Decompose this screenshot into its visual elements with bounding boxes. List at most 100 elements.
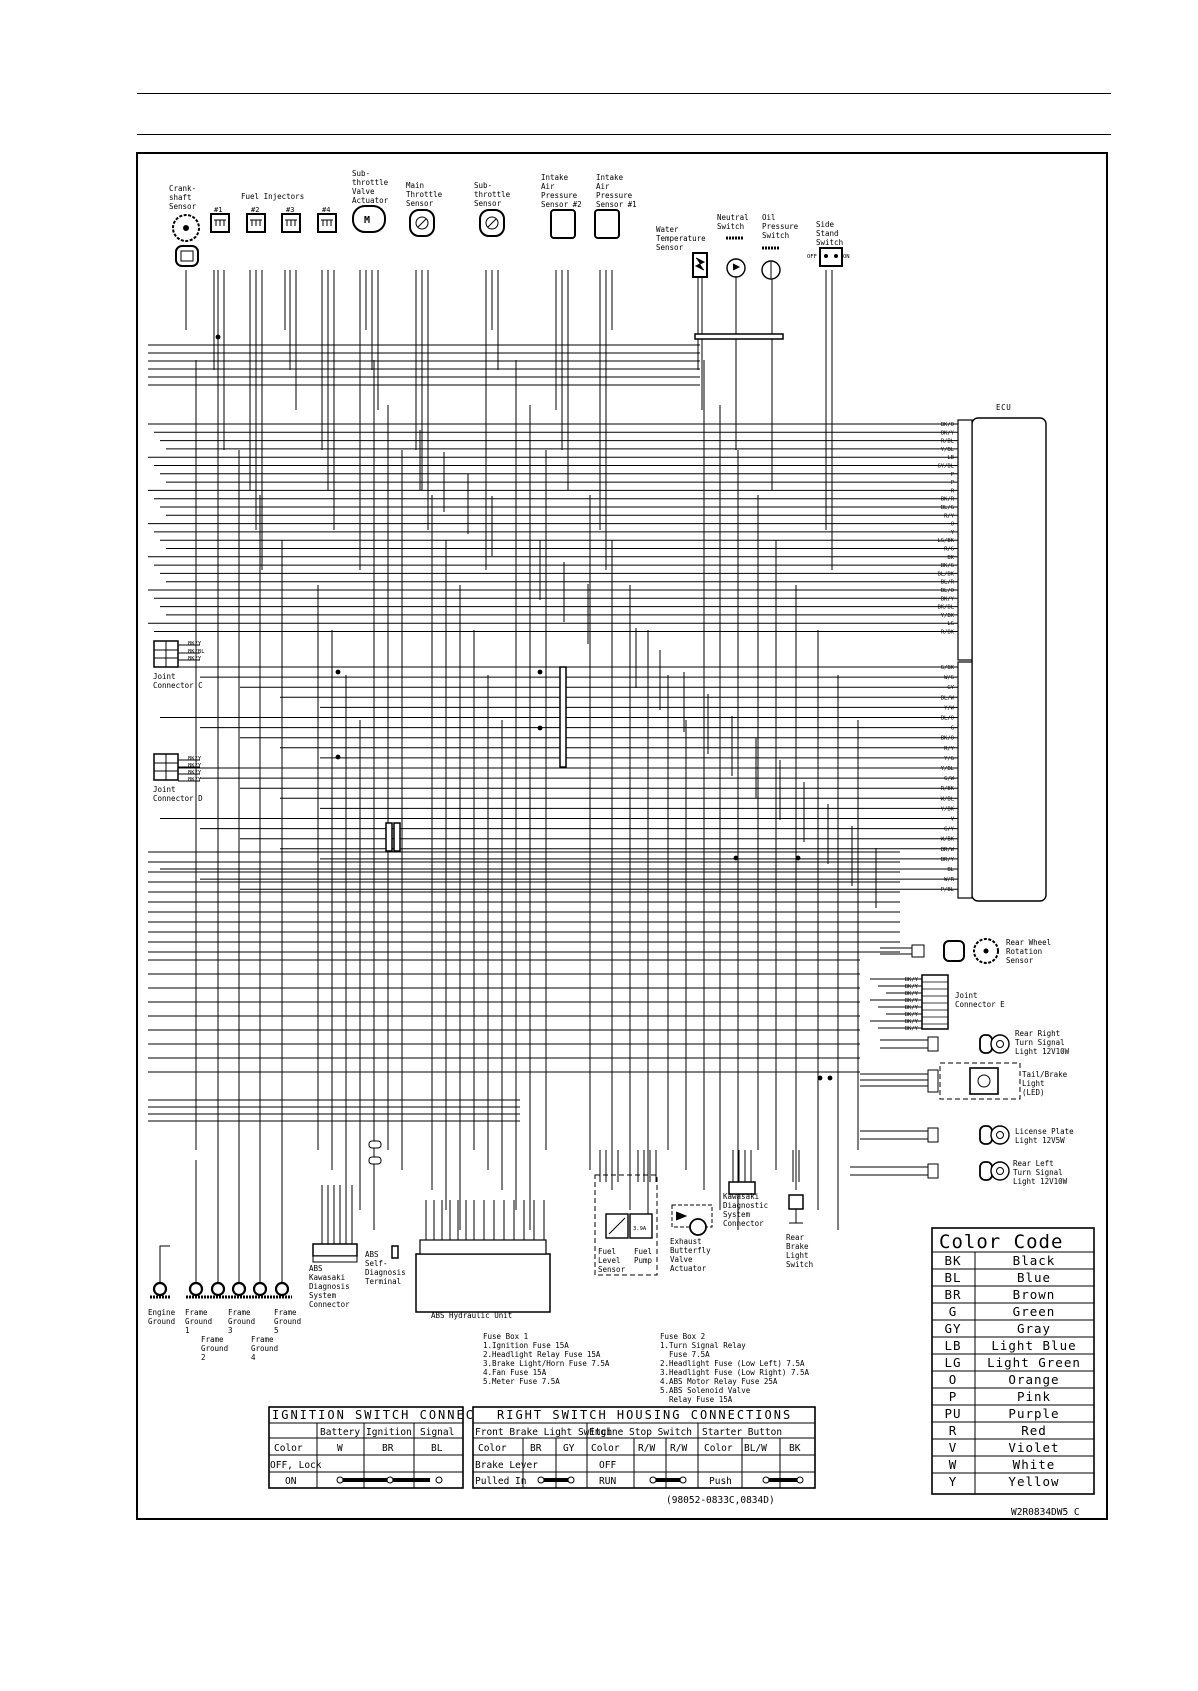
ecu-pin-label: G/Y: [944, 827, 955, 833]
ecu-pin-label: Y/BL: [941, 766, 955, 772]
rear-brake-label: Brake: [786, 1242, 809, 1251]
joint-d-pin-1: BK/Y: [188, 756, 202, 762]
kawasaki-diag-label: Kawasaki: [723, 1192, 759, 1201]
color-code-abbr: BK: [944, 1253, 961, 1268]
ecu-pin-label: BK/BL: [937, 605, 954, 611]
tail-brake-light: [927, 1062, 1021, 1100]
color-code-name: Brown: [1013, 1287, 1056, 1302]
main-throttle-label: Throttle: [406, 190, 443, 199]
fuel-level-label: Sensor: [598, 1265, 626, 1274]
tail-brake-label: Tail/Brake: [1022, 1070, 1068, 1079]
right-row1-off: OFF: [599, 1460, 616, 1471]
ecu-connector-b: [957, 661, 973, 899]
crankshaft-label: shaft: [169, 193, 192, 202]
neutral-switch-label: Switch: [717, 222, 744, 231]
joint-c-label: Joint: [153, 672, 176, 681]
fuse-box-2-text: Fuse Box 2 1.Turn Signal Relay Fuse 7.5A…: [660, 1332, 809, 1404]
fuel-level-label: Fuel: [598, 1247, 616, 1256]
kawasaki-diagnostic-connector: [728, 1181, 756, 1195]
frame-ground-4-label: 4: [251, 1353, 256, 1362]
subthrottle-actuator-label: Actuator: [352, 196, 389, 205]
rear-left-turn-label: Rear Left: [1013, 1159, 1054, 1168]
right-switch-housing-table: RIGHT SWITCH HOUSING CONNECTIONS Front B…: [472, 1406, 816, 1489]
license-plate-label: Light 12V5W: [1015, 1136, 1065, 1145]
ignition-color-signal: BL: [431, 1443, 443, 1454]
fuse-box-1-item-5: 5.Meter Fuse 7.5A: [483, 1377, 560, 1386]
iap-sensor-1: [594, 209, 620, 239]
ecu-pin-label: BL/R: [941, 580, 955, 586]
exhaust-valve-label: Valve: [670, 1255, 693, 1264]
injector-number: #3: [286, 206, 294, 214]
license-plate-label: License Plate: [1015, 1127, 1074, 1136]
right-color-6: Color: [704, 1443, 733, 1454]
abs-self-diagnosis-terminal: [391, 1245, 399, 1259]
ecu-pin-label: P: [951, 472, 955, 478]
right-table-title: RIGHT SWITCH HOUSING CONNECTIONS: [497, 1408, 792, 1422]
ecu-pin-label: BL/O: [941, 716, 954, 722]
frame-ground-2-label: Ground: [201, 1344, 228, 1353]
joint-e-pin-label: BK/Y: [905, 984, 919, 990]
ecu-pin-label: W/G: [944, 675, 954, 681]
right-color-3: Color: [591, 1443, 620, 1454]
color-code-abbr: BR: [944, 1287, 961, 1302]
right-row2-pulled: Pulled In: [475, 1476, 526, 1487]
ignition-table-title: IGNITION SWITCH CONNECTIONS: [272, 1408, 521, 1422]
ecu-pin-label: BK/R: [941, 497, 955, 503]
subthrottle-sensor: [479, 209, 505, 237]
abs-hydraulic-unit: [415, 1239, 551, 1313]
crankshaft-label: Crank-: [169, 184, 196, 193]
color-code-abbr: V: [949, 1440, 958, 1455]
color-code-abbr: W: [949, 1457, 958, 1472]
svg-text:M: M: [364, 215, 370, 226]
water-temp-label: Sensor: [656, 243, 684, 252]
color-code-name: Red: [1021, 1423, 1047, 1438]
kawasaki-diag-label: Connector: [723, 1219, 764, 1228]
ecu-pin-label: O: [951, 522, 954, 528]
rear-left-turn-light: [927, 1161, 1010, 1181]
color-code-name: Gray: [1017, 1321, 1051, 1336]
fuse-box-2-item-7: Relay Fuse 15A: [660, 1395, 733, 1404]
right-row2-run: RUN: [599, 1476, 616, 1487]
ecu-pin-label: LG/BK: [937, 538, 954, 544]
fuel-pump-fuse: 3.9A: [633, 1226, 647, 1232]
ignition-row-off: OFF, Lock: [270, 1460, 322, 1471]
exhaust-valve-actuator: [671, 1204, 713, 1236]
joint-c-pin-1: BK/Y: [188, 641, 202, 647]
fuse-box-1-item-4: 4.Fan Fuse 15A: [483, 1368, 547, 1377]
rear-brake-label: Light: [786, 1251, 809, 1260]
iap-1-label: Pressure: [596, 191, 633, 200]
ecu-pin-label: Y/W: [944, 705, 955, 711]
ecu-pin-label: BL: [947, 867, 954, 873]
injector-2-connector: [246, 213, 266, 233]
joint-e-pin-label: BK/Y: [905, 1005, 919, 1011]
right-group-brake: Front Brake Light Switch: [475, 1427, 612, 1438]
ecu-pin-label: P/BL: [941, 887, 955, 893]
injector-number: #4: [322, 206, 330, 214]
water-temp-junction: [694, 333, 784, 340]
ignition-color-label: Color: [274, 1443, 303, 1454]
right-color-2: GY: [563, 1443, 575, 1454]
ecu-pin-label: W/R: [944, 877, 955, 883]
water-temp-label: Water: [656, 225, 679, 234]
right-color-5: R/W: [670, 1443, 687, 1454]
rear-right-turn-light: [927, 1034, 1010, 1054]
frame-ground-2-label: 2: [201, 1353, 206, 1362]
ecu-pin-label: BL/G: [941, 505, 954, 511]
ecu-title: ECU: [996, 403, 1011, 412]
oil-pressure-switch: [761, 246, 781, 280]
wire-bundle: [148, 270, 958, 1283]
top-rule-2: [137, 134, 1111, 135]
joint-c-pin-3: BK/Y: [188, 656, 202, 662]
fuse-box-1-text: Fuse Box 1 1.Ignition Fuse 15A 2.Headlig…: [483, 1332, 610, 1386]
iap-2-label: Sensor #2: [541, 200, 582, 209]
joint-e-pin-label: BK/Y: [905, 1026, 919, 1032]
color-code-name: Light Green: [987, 1355, 1081, 1370]
fuse-box-2-item-6: 5.ABS Solenoid Valve: [660, 1386, 751, 1395]
side-stand-on: ON: [843, 254, 850, 260]
fuel-pump-label: Pump: [634, 1256, 653, 1265]
color-code-abbr: G: [949, 1304, 958, 1319]
fuse-box-2-item-4: 3.Headlight Fuse (Low Right) 7.5A: [660, 1368, 809, 1377]
side-stand-label: Side: [816, 220, 835, 229]
frame-ground-2-label: Frame: [201, 1335, 224, 1344]
